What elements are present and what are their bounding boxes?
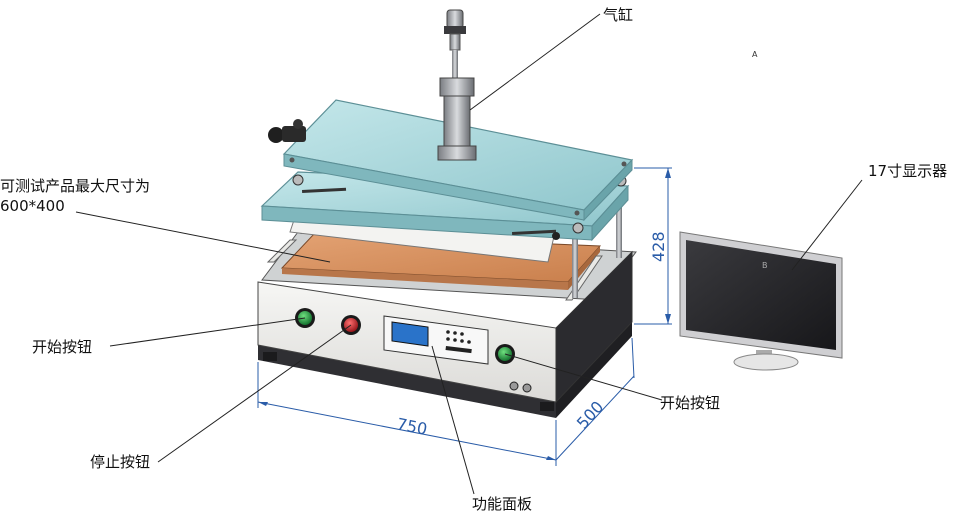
dimension-depth: 500 xyxy=(573,397,608,432)
label-max-size-line1: 可测试产品最大尺寸为 xyxy=(0,177,150,195)
keypad[interactable] xyxy=(445,330,472,354)
marker-a: A xyxy=(752,50,758,59)
support-post xyxy=(572,214,578,298)
label-function-panel: 功能面板 xyxy=(472,495,532,513)
label-start-button-left: 开始按钮 xyxy=(32,338,92,356)
foot xyxy=(263,352,277,361)
dimension-height: 428 xyxy=(649,231,668,262)
dimension-width: 750 xyxy=(395,414,429,438)
label-max-size-line2: 600*400 xyxy=(0,197,65,215)
air-cylinder xyxy=(437,9,477,161)
lcd-screen xyxy=(391,321,429,347)
function-panel[interactable] xyxy=(383,315,489,365)
monitor-17inch: B xyxy=(679,231,843,371)
adjust-knob xyxy=(268,119,306,143)
dimension-lines xyxy=(257,167,672,466)
support-post xyxy=(616,196,622,258)
label-start-button-right: 开始按钮 xyxy=(660,394,720,412)
label-cylinder: 气缸 xyxy=(603,6,633,24)
label-monitor: 17寸显示器 xyxy=(868,162,947,180)
front-panel xyxy=(295,308,515,365)
leader-lines xyxy=(75,13,863,495)
label-stop-button: 停止按钮 xyxy=(90,453,150,471)
foot xyxy=(540,402,554,411)
marker-b: B xyxy=(762,261,768,270)
